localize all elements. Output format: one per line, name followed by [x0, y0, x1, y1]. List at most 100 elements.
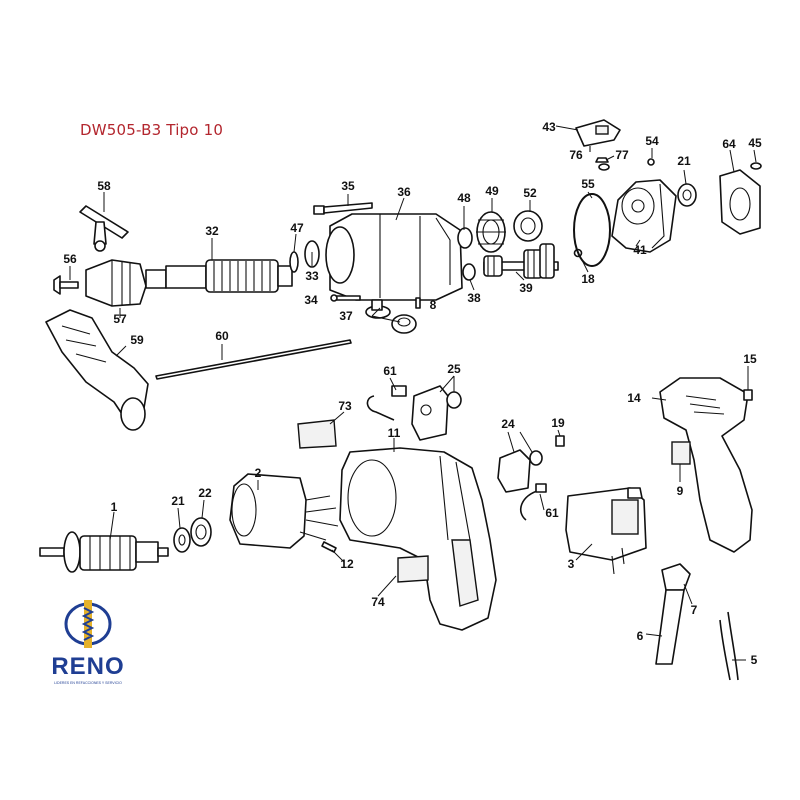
- part-9-label: [671, 441, 691, 465]
- part-32-spindle: [165, 259, 293, 293]
- part-7-strain-relief: [661, 563, 691, 591]
- part-55-o-ring: [573, 193, 611, 267]
- part-number-labels: 58 56 57 32 47 33 35 36 34 37 8 48 49 52…: [63, 120, 762, 667]
- part-41-gear-housing: [611, 179, 677, 253]
- label-58: 58: [97, 179, 111, 193]
- label-38: 38: [467, 291, 481, 305]
- part-1-armature: [39, 531, 169, 573]
- label-43: 43: [542, 120, 556, 134]
- label-15: 15: [743, 352, 757, 366]
- label-41: 41: [633, 243, 647, 257]
- part-25-brush-holder: [411, 385, 462, 441]
- label-37: 37: [339, 309, 353, 323]
- label-11: 11: [388, 426, 401, 440]
- part-6-cable-sleeve: [655, 589, 685, 665]
- part-57-chuck: [85, 259, 167, 307]
- part-21-bearing-top: [677, 183, 697, 207]
- label-60: 60: [215, 329, 229, 343]
- label-6: 6: [637, 629, 644, 643]
- label-19: 19: [551, 416, 565, 430]
- diagram-title: DW505-B3 Tipo 10: [80, 121, 224, 139]
- part-64-bracket: [719, 169, 761, 235]
- reno-logo: RENO LIDERES EN REFACCIONES Y SERVICIO: [48, 598, 128, 685]
- part-38-washer: [462, 263, 476, 281]
- label-9: 9: [677, 484, 684, 498]
- label-49: 49: [485, 184, 499, 198]
- part-37-knob: [365, 299, 417, 334]
- label-61-left: 61: [383, 364, 397, 378]
- label-48: 48: [457, 191, 471, 205]
- part-43-selector: [575, 119, 621, 152]
- label-14: 14: [627, 391, 641, 405]
- part-35-screw: [313, 202, 373, 215]
- label-55: 55: [581, 177, 595, 191]
- part-12-screw: [321, 541, 337, 553]
- part-19-screw: [555, 435, 565, 447]
- part-49-gear: [476, 211, 506, 253]
- label-33: 33: [305, 269, 319, 283]
- label-35: 35: [341, 179, 355, 193]
- label-45: 45: [748, 136, 762, 150]
- label-5: 5: [751, 653, 758, 667]
- label-73: 73: [338, 399, 352, 413]
- reno-tagline: LIDERES EN REFACCIONES Y SERVICIO: [54, 681, 122, 685]
- part-8-screw: [415, 297, 421, 309]
- label-24: 24: [501, 417, 515, 431]
- part-76-spring: [595, 157, 609, 163]
- label-52: 52: [523, 186, 537, 200]
- part-5-power-cable: [719, 611, 739, 681]
- label-32: 32: [205, 224, 219, 238]
- part-2-field-stator: [229, 473, 339, 549]
- label-57: 57: [113, 312, 127, 326]
- part-3-switch: [565, 487, 647, 575]
- part-56-screw: [53, 275, 79, 295]
- label-2: 2: [255, 466, 262, 480]
- part-54-spring: [647, 158, 655, 166]
- part-61-brush-lead: [366, 385, 407, 421]
- part-77-o-ring: [598, 163, 610, 171]
- part-61-brush-lead-right: [519, 483, 547, 521]
- part-60-depth-rod: [155, 339, 352, 380]
- label-3: 3: [568, 557, 575, 571]
- part-22-bearing: [190, 517, 212, 547]
- label-47: 47: [290, 221, 304, 235]
- label-34: 34: [304, 293, 318, 307]
- label-61-right: 61: [545, 506, 559, 520]
- reno-wordmark: RENO: [51, 653, 125, 680]
- label-59: 59: [130, 333, 144, 347]
- part-58-chuck-key: [79, 205, 129, 252]
- part-52-bearing: [513, 210, 543, 242]
- label-36: 36: [397, 185, 411, 199]
- label-8: 8: [430, 298, 437, 312]
- label-22: 22: [198, 486, 212, 500]
- label-18: 18: [581, 272, 595, 286]
- label-77: 77: [615, 148, 629, 162]
- part-24-brush-holder: [497, 449, 543, 493]
- part-45-clip: [750, 162, 762, 170]
- label-25: 25: [447, 362, 461, 376]
- part-73-label: [297, 419, 337, 449]
- part-39-intermediate-shaft: [483, 243, 559, 279]
- part-47-o-ring: [289, 251, 299, 273]
- label-74: 74: [371, 595, 385, 609]
- part-36-gear-case: [325, 213, 463, 301]
- label-54: 54: [645, 134, 659, 148]
- label-21-bottom: 21: [171, 494, 185, 508]
- label-56: 56: [63, 252, 77, 266]
- part-48-washer: [457, 227, 473, 249]
- part-11-motor-housing: [339, 447, 497, 631]
- label-39: 39: [519, 281, 533, 295]
- label-76: 76: [569, 148, 583, 162]
- part-34-screw: [330, 294, 361, 302]
- leader-lines: [69, 125, 757, 661]
- part-15-screw: [743, 389, 753, 401]
- label-12: 12: [340, 557, 354, 571]
- label-21-top: 21: [677, 154, 691, 168]
- label-7: 7: [691, 603, 698, 617]
- part-74-label: [397, 555, 429, 583]
- part-14-handle: [659, 377, 753, 553]
- reno-emblem-icon: [64, 600, 112, 648]
- part-59-side-handle: [45, 309, 149, 431]
- label-64: 64: [722, 137, 736, 151]
